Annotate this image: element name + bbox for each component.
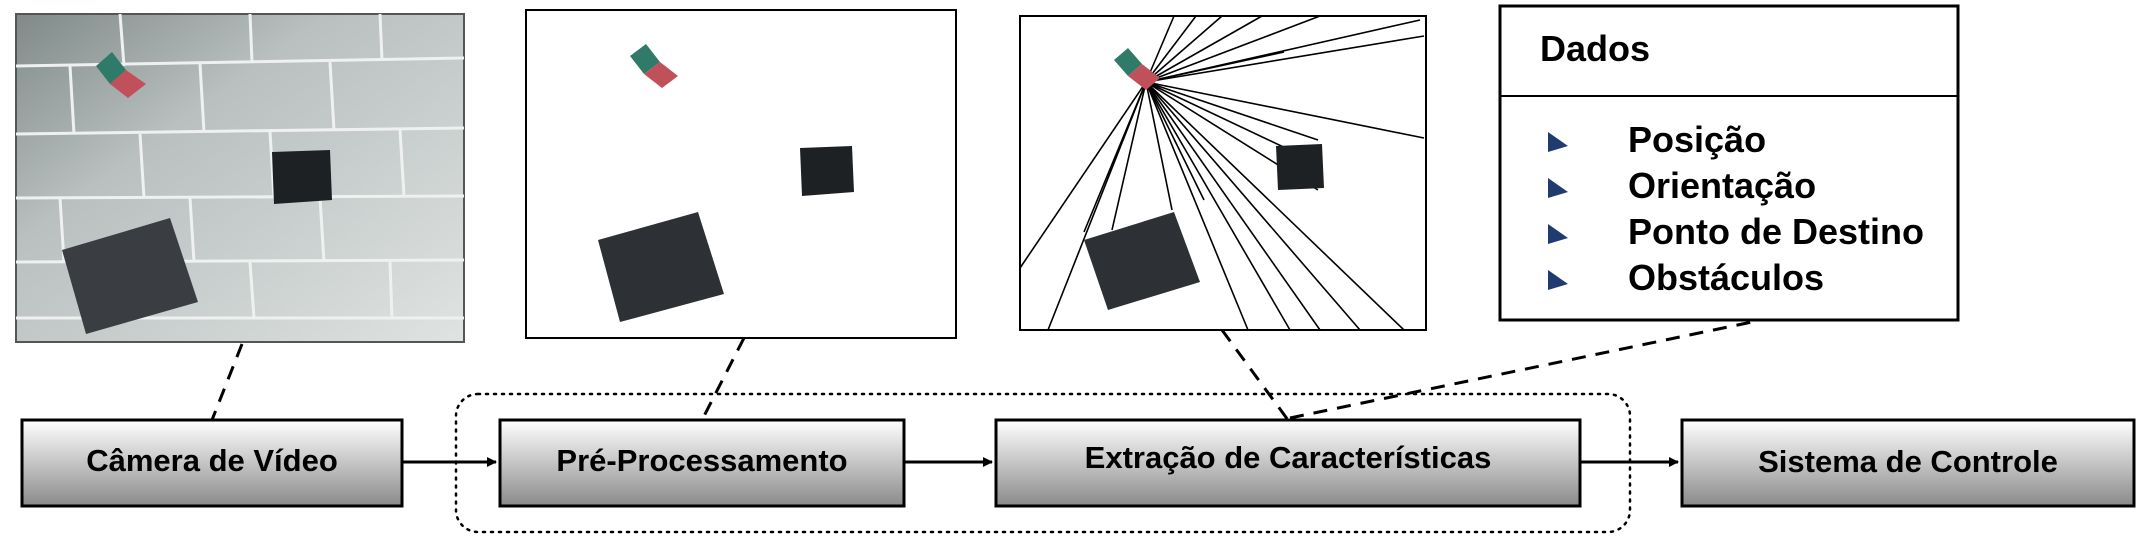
visibility-rays	[1019, 15, 1425, 331]
robot-red-half	[110, 70, 146, 98]
preprocessed-frame-image	[525, 9, 957, 339]
robot-red-half	[1128, 64, 1160, 90]
data-item-0: Posição	[1548, 119, 1766, 160]
data-item-label: Ponto de Destino	[1628, 211, 1924, 252]
robot-green-half	[1114, 48, 1142, 76]
stage-camera: Câmera de Vídeo	[20, 418, 404, 508]
small-obstacle	[800, 146, 854, 196]
data-item-label: Orientação	[1628, 165, 1816, 206]
triangle-flag-icon	[1548, 178, 1568, 198]
data-item-label: Obstáculos	[1628, 257, 1824, 298]
stage-features: Extração de Características	[994, 418, 1582, 508]
large-obstacle	[598, 212, 724, 322]
data-item-1: Orientação	[1548, 165, 1816, 206]
data-panel-title: Dados	[1540, 28, 1650, 69]
robot-green-half	[96, 52, 126, 84]
triangle-flag-icon	[1548, 270, 1568, 290]
floor-tile-grid	[15, 13, 465, 320]
small-obstacle	[272, 150, 332, 204]
feature-extraction-image	[1019, 15, 1427, 331]
data-item-label: Posição	[1628, 119, 1766, 160]
small-obstacle	[1276, 144, 1324, 190]
data-panel: Dados Posição Orientação Ponto de Destin…	[1498, 4, 1960, 322]
stage-camera-label: Câmera de Vídeo	[86, 443, 338, 478]
dashed-connectors	[210, 320, 1753, 421]
stage-preprocessing: Pré-Processamento	[498, 418, 906, 508]
robot-green-half	[630, 44, 660, 74]
triangle-flag-icon	[1548, 132, 1568, 152]
large-obstacle	[1084, 212, 1200, 310]
camera-frame-image	[15, 13, 465, 343]
stage-control-label: Sistema de Controle	[1758, 444, 2058, 479]
stage-preprocessing-label: Pré-Processamento	[556, 443, 847, 478]
data-item-3: Obstáculos	[1548, 257, 1824, 298]
robot-red-half	[644, 62, 678, 88]
large-obstacle	[62, 218, 198, 334]
stage-features-label: Extração de Características	[1085, 440, 1492, 475]
stage-control: Sistema de Controle	[1680, 418, 2136, 508]
triangle-flag-icon	[1548, 224, 1568, 244]
data-item-2: Ponto de Destino	[1548, 211, 1924, 252]
